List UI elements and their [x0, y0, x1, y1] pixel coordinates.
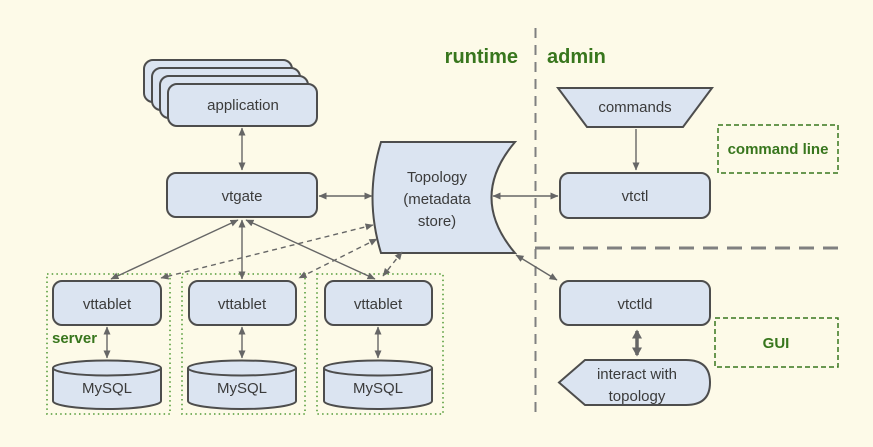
vttablet-node-3: vttablet: [324, 280, 433, 326]
vtctl-box: [559, 172, 711, 219]
commands-node: commands: [556, 87, 714, 128]
vtctl-node: vtctl: [559, 172, 711, 219]
interact-topology-shape: [557, 359, 712, 406]
dashed-arrow-topology-vttablet-1: [160, 223, 374, 280]
mysql-cylinder-2: MySQL: [187, 359, 297, 410]
arrow-topology-vtctld: [515, 254, 558, 281]
topology-label-line1: Topology: [407, 169, 468, 186]
mysql-label-3: MySQL: [353, 380, 403, 397]
arrow-vtgate-vttablet-3: [245, 219, 376, 280]
mysql-label-1: MySQL: [82, 380, 132, 397]
mysql-cylinder-body-1: [52, 359, 162, 410]
server-group-3: [316, 273, 444, 415]
interact-label-line1: interact with: [597, 366, 677, 383]
mysql-cylinder-body-3: [323, 359, 433, 410]
admin-label: admin: [547, 46, 606, 68]
vttablet-label-2: vttablet: [218, 296, 267, 313]
vttablet-label-3: vttablet: [354, 296, 403, 313]
mysql-cylinder-rim-1: [52, 367, 162, 377]
topology-label-line3: store): [418, 213, 456, 230]
command-line-annotation-box: [717, 124, 839, 174]
topology-store-shape: [371, 141, 518, 254]
mysql-cylinder-rim-2: [187, 367, 297, 377]
application-node: [167, 83, 318, 127]
vttablet-box-1: [52, 280, 162, 326]
vtctl-label: vtctl: [622, 188, 649, 205]
application-label: application: [207, 97, 279, 114]
vttablet-box-2: [188, 280, 297, 326]
server-group-label: server: [52, 330, 97, 347]
gui-annotation-box: [714, 317, 839, 368]
vtctld-box: [559, 280, 711, 326]
vttablet-box-3: [324, 280, 433, 326]
vtgate-label: vtgate: [222, 188, 263, 205]
dashed-arrow-topology-vttablet-3: [382, 251, 403, 277]
application-stack: application: [143, 59, 318, 127]
vttablet-node-2: vttablet: [188, 280, 297, 326]
mysql-cylinder-1: MySQL: [52, 359, 162, 410]
command-line-label: command line: [728, 141, 829, 158]
commands-shape: [556, 87, 714, 128]
command-line-annotation: command line: [717, 124, 839, 174]
runtime-label: runtime: [445, 46, 518, 68]
server-group-1: [46, 273, 171, 415]
mysql-cylinder-3: MySQL: [323, 359, 433, 410]
interact-topology-node: interact with topology: [557, 359, 712, 406]
mysql-cylinder-body-2: [187, 359, 297, 410]
vtctld-node: vtctld: [559, 280, 711, 326]
vtgate-node: vtgate: [166, 172, 318, 218]
gui-label: GUI: [763, 335, 790, 352]
arrow-vtgate-vttablet-1: [110, 219, 239, 280]
topology-store-node: Topology (metadata store): [371, 141, 518, 254]
interact-label-line2: topology: [609, 388, 666, 405]
vtctld-label: vtctld: [617, 296, 652, 313]
topology-label-line2: (metadata: [403, 191, 471, 208]
dashed-arrow-topology-vttablet-2: [298, 238, 378, 279]
vttablet-label-1: vttablet: [83, 296, 132, 313]
mysql-label-2: MySQL: [217, 380, 267, 397]
commands-label: commands: [598, 99, 671, 116]
vtgate-box: [166, 172, 318, 218]
gui-annotation: GUI: [714, 317, 839, 368]
vttablet-node-1: vttablet: [52, 280, 162, 326]
mysql-cylinder-rim-3: [323, 367, 433, 377]
